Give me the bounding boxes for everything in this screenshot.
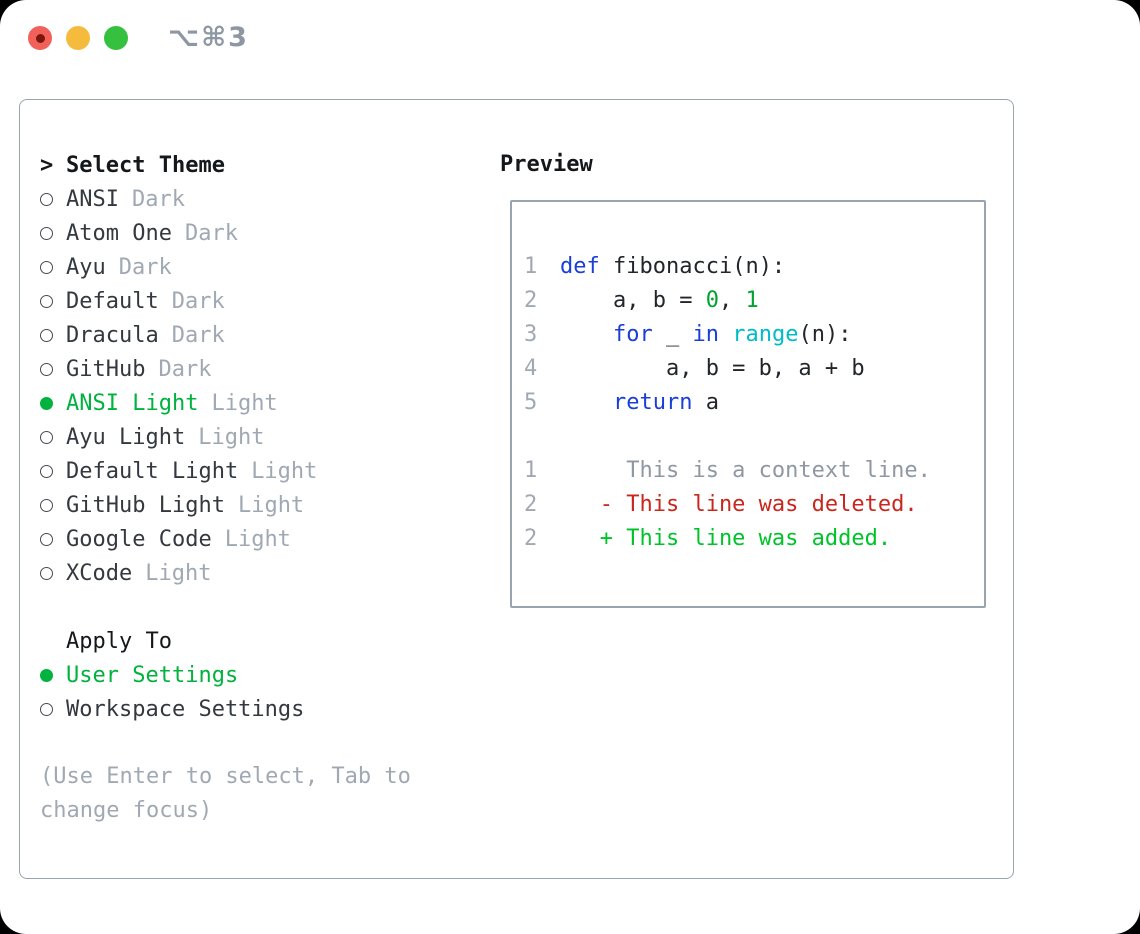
theme-variant: Light	[145, 560, 212, 586]
radio-icon	[40, 532, 53, 546]
theme-list: ANSI Dark Atom One Dark Ayu Dark Default…	[40, 182, 317, 590]
line-number: 1	[524, 254, 538, 279]
close-dot-icon	[35, 33, 45, 43]
blank-line	[524, 420, 984, 454]
theme-option[interactable]: GitHub Light Light	[40, 488, 317, 522]
radio-icon	[40, 362, 53, 376]
line-number: 5	[524, 390, 538, 415]
apply-to-section: Apply To User Settings Workspace Setting…	[40, 624, 304, 726]
apply-to-header: Apply To	[40, 624, 304, 658]
zoom-button[interactable]	[104, 26, 128, 50]
theme-variant: Light	[211, 390, 278, 416]
theme-option[interactable]: Ayu Light Light	[40, 420, 317, 454]
window-title: ⌥⌘3	[168, 22, 249, 53]
theme-variant: Dark	[118, 254, 172, 280]
preview-line: 3 for _ in range(n):	[524, 318, 984, 352]
apply-to-option[interactable]: User Settings	[40, 658, 304, 692]
preview-line: 1 This is a context line.	[524, 454, 984, 488]
radio-icon	[40, 260, 53, 274]
line-content: This is a context line.	[560, 458, 931, 483]
theme-variant: Light	[224, 526, 291, 552]
line-content: for _ in range(n):	[612, 322, 852, 347]
line-number: 2	[524, 288, 538, 313]
theme-variant: Dark	[184, 220, 238, 246]
theme-option[interactable]: ANSI Dark	[40, 182, 317, 216]
close-button[interactable]	[28, 26, 52, 50]
theme-list-header: > Select Theme	[40, 148, 317, 182]
theme-list-title: Select Theme	[66, 152, 225, 178]
selection-cursor-icon: >	[40, 152, 54, 178]
theme-option[interactable]: Default Light Light	[40, 454, 317, 488]
keyboard-hint: (Use Enter to select, Tab to change focu…	[40, 764, 411, 823]
theme-name: GitHub	[66, 356, 146, 382]
line-number: 3	[524, 322, 538, 347]
radio-icon	[40, 566, 53, 580]
theme-name: XCode	[66, 560, 133, 586]
line-content: def fibonacci(n):	[560, 254, 786, 279]
radio-icon	[40, 226, 53, 240]
theme-name: GitHub Light	[66, 492, 225, 518]
titlebar: ⌥⌘3	[0, 0, 1140, 76]
theme-option[interactable]: ANSI Light Light	[40, 386, 317, 420]
minimize-button[interactable]	[66, 26, 90, 50]
line-content: a, b = 0, 1	[560, 288, 759, 313]
theme-name: Default	[66, 288, 159, 314]
preview-line: 5 return a	[524, 386, 984, 420]
radio-icon	[40, 328, 53, 342]
theme-name: Dracula	[66, 322, 159, 348]
theme-variant: Dark	[131, 186, 185, 212]
radio-icon	[40, 464, 53, 478]
preview-line: 1 def fibonacci(n):	[524, 250, 984, 284]
apply-to-option[interactable]: Workspace Settings	[40, 692, 304, 726]
radio-icon	[40, 192, 53, 206]
theme-name: Google Code	[66, 526, 212, 552]
radio-icon	[40, 396, 53, 410]
preview-box: 1 def fibonacci(n): 2 a, b = 0, 1 3 for …	[510, 200, 986, 608]
preview-line: 2 a, b = 0, 1	[524, 284, 984, 318]
radio-icon	[40, 498, 53, 512]
line-content: + This line was added.	[560, 526, 892, 551]
theme-option[interactable]: Google Code Light	[40, 522, 317, 556]
theme-name: Atom One	[66, 220, 172, 246]
theme-section: > Select Theme ANSI Dark Atom One Dark A…	[40, 148, 317, 590]
theme-variant: Light	[251, 458, 318, 484]
preview-line: 4 a, b = b, a + b	[524, 352, 984, 386]
theme-name: Ayu	[66, 254, 106, 280]
theme-option[interactable]: Atom One Dark	[40, 216, 317, 250]
line-number: 1	[524, 458, 538, 483]
theme-option[interactable]: Ayu Dark	[40, 250, 317, 284]
radio-icon	[40, 294, 53, 308]
theme-name: ANSI Light	[66, 390, 199, 416]
theme-variant: Light	[198, 424, 265, 450]
radio-icon	[40, 702, 53, 716]
apply-to-label: Workspace Settings	[66, 696, 305, 722]
theme-option[interactable]: GitHub Dark	[40, 352, 317, 386]
settings-panel	[19, 99, 1014, 879]
theme-option[interactable]: XCode Light	[40, 556, 317, 590]
theme-variant: Dark	[171, 322, 225, 348]
line-content: a, b = b, a + b	[560, 356, 865, 381]
theme-name: ANSI	[66, 186, 119, 212]
line-number: 2	[524, 492, 538, 517]
preview-line: 2 + This line was added.	[524, 522, 984, 556]
theme-variant: Light	[237, 492, 305, 518]
preview-title: Preview	[500, 152, 593, 177]
theme-option[interactable]: Default Dark	[40, 284, 317, 318]
line-content: return a	[612, 390, 719, 415]
apply-to-list: User Settings Workspace Settings	[40, 658, 304, 726]
theme-name: Ayu Light	[66, 424, 186, 450]
apply-to-label: User Settings	[66, 662, 239, 688]
line-number: 2	[524, 526, 538, 551]
theme-name: Default Light	[66, 458, 239, 484]
radio-icon	[40, 668, 53, 682]
preview-line: 2 - This line was deleted.	[524, 488, 984, 522]
theme-option[interactable]: Dracula Dark	[40, 318, 317, 352]
radio-icon	[40, 430, 53, 444]
line-content: - This line was deleted.	[560, 492, 918, 517]
line-number: 4	[524, 356, 538, 381]
apply-to-title: Apply To	[66, 628, 172, 654]
theme-variant: Dark	[158, 356, 212, 382]
theme-variant: Dark	[171, 288, 225, 314]
